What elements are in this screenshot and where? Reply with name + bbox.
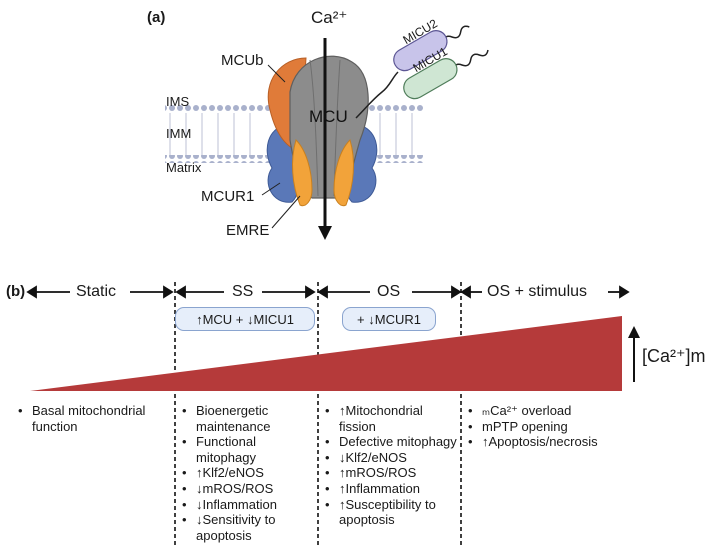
emre-label: EMRE <box>226 222 270 239</box>
ca-axis-label: [Ca²⁺]m <box>642 346 706 366</box>
stage-os-label: OS <box>377 283 401 300</box>
ca-flow-arrowhead <box>318 226 332 240</box>
stage-os-stimulus-label: OS + stimulus <box>487 283 588 300</box>
os-regulation-chip: + ↓MCUR1 <box>342 307 436 331</box>
ca-axis-arrowhead <box>628 326 640 338</box>
os-stimulus-bullet-list: ₘCa²⁺ overload mPTP opening ↑Apoptosis/n… <box>468 403 668 450</box>
list-item: Bioenergetic maintenance <box>182 403 314 434</box>
list-item: ↑Klf2/eNOS <box>182 465 314 481</box>
list-item: ↑Apoptosis/necrosis <box>468 434 668 450</box>
list-item: ↑Mitochondrial fission <box>325 403 457 434</box>
list-item: ↓Sensitivity to apoptosis <box>182 512 314 543</box>
static-bullet-list: Basal mitochondrial function <box>18 403 168 434</box>
ims-label: IMS <box>166 94 190 109</box>
ss-bullet-list: Bioenergetic maintenance Functional mito… <box>182 403 314 543</box>
list-item: mPTP opening <box>468 419 668 435</box>
list-item: ↑mROS/ROS <box>325 465 457 481</box>
imm-label: IMM <box>166 126 192 141</box>
stage-ss-label: SS <box>232 283 254 300</box>
ca-gradient-wedge <box>30 316 622 391</box>
stage-static-label: Static <box>76 283 117 300</box>
micu2-pill <box>393 30 448 72</box>
list-item: Basal mitochondrial function <box>18 403 168 434</box>
mcur1-label: MCUR1 <box>201 188 255 205</box>
ca-ion-label: Ca²⁺ <box>311 8 348 27</box>
mcu-label: MCU <box>309 107 348 126</box>
panel-b-label: (b) <box>6 283 26 300</box>
list-item: Defective mitophagy <box>325 434 457 450</box>
list-item: ↑Susceptibility to apoptosis <box>325 497 457 528</box>
list-item: Functional mitophagy <box>182 434 314 465</box>
emre-right <box>333 139 354 207</box>
panel-a-label: (a) <box>147 9 166 26</box>
mcub-label: MCUb <box>221 52 264 69</box>
list-item: ↓mROS/ROS <box>182 481 314 497</box>
list-item: ↑Inflammation <box>325 481 457 497</box>
os-bullet-list: ↑Mitochondrial fission Defective mitopha… <box>325 403 457 528</box>
emre-left <box>292 139 313 207</box>
matrix-label: Matrix <box>166 160 202 175</box>
list-item: ↓Klf2/eNOS <box>325 450 457 466</box>
ss-regulation-chip: ↑MCU + ↓MICU1 <box>175 307 315 331</box>
stage-diagram <box>26 282 640 548</box>
micu1-pill <box>403 58 458 100</box>
list-item: ₘCa²⁺ overload <box>468 403 668 419</box>
mcu-complex-illustration <box>165 25 489 240</box>
list-item: ↓Inflammation <box>182 497 314 513</box>
